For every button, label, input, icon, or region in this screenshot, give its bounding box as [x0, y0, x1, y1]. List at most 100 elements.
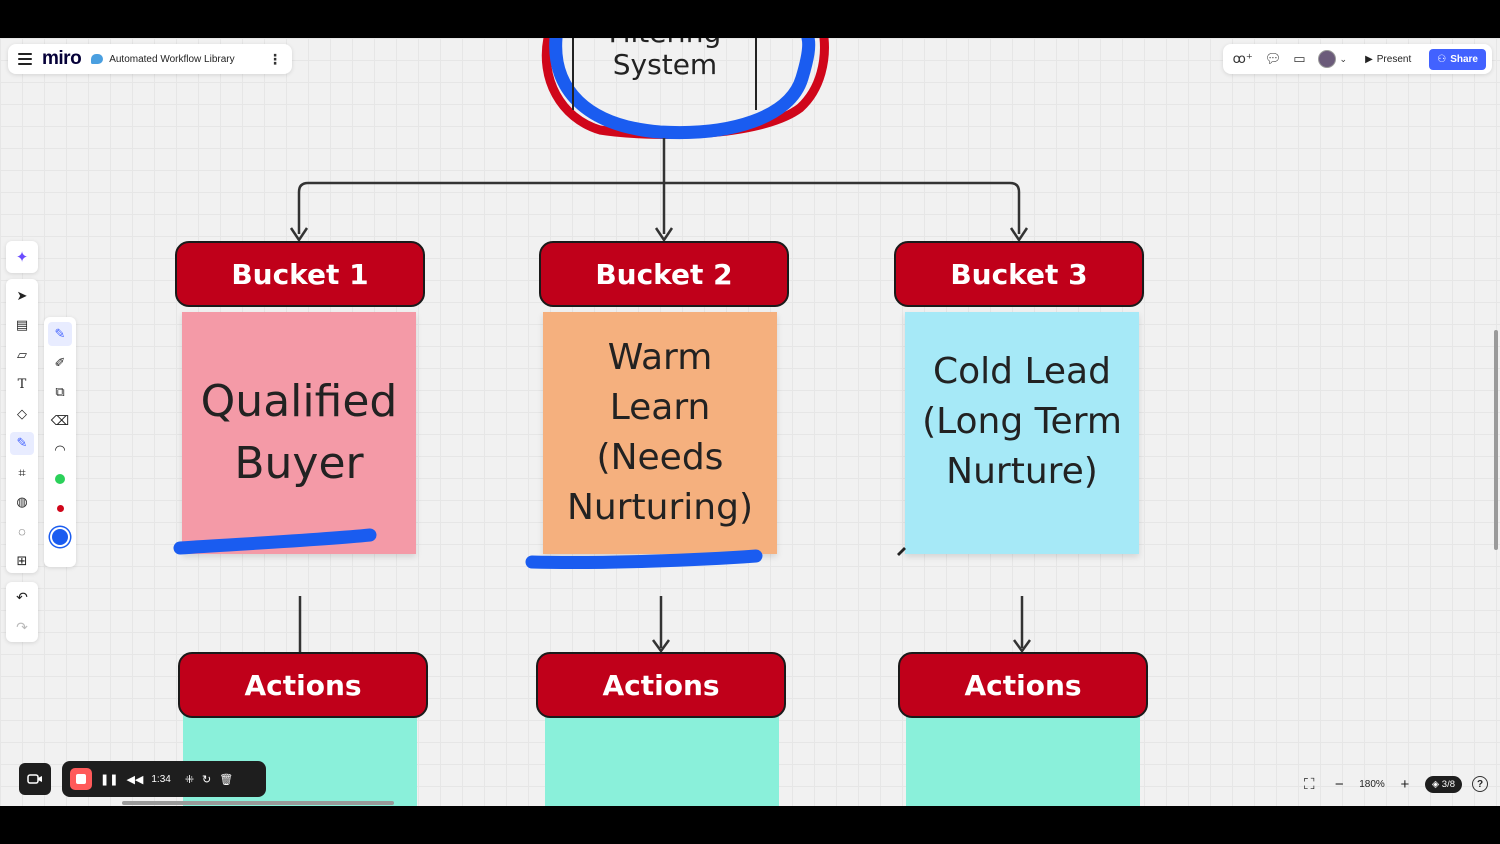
action-note-3[interactable] — [906, 714, 1140, 806]
pen-options-toolbar: ✎ ✐ ⧉ ⌫ ◠ — [44, 317, 76, 567]
video-call-icon[interactable]: ▭ — [1293, 51, 1306, 66]
share-icon: ⚇ — [1437, 53, 1447, 65]
vertical-scrollbar[interactable] — [1494, 330, 1498, 550]
page-indicator[interactable]: ◈ 3/8 — [1424, 775, 1462, 793]
zoom-out-button[interactable]: − — [1334, 775, 1344, 793]
redo-icon[interactable]: ↷ — [16, 618, 28, 635]
pause-icon[interactable]: ❚❚ — [100, 773, 119, 786]
add-apps-icon[interactable]: ⊞ — [16, 553, 28, 569]
connector-right — [664, 181, 1021, 234]
main-toolbar: ➤ ▤ ▱ T ◇ ✎ ⌗ ◍ ◌ ⊞ — [6, 279, 38, 573]
more-options-icon[interactable]: ⋮ — [268, 50, 282, 67]
frame-icon[interactable]: ⌗ — [18, 464, 26, 480]
recording-bar: ❚❚ ◀◀ 1:34 ⁜ ↻ 🗑︎ — [62, 761, 266, 797]
bucket-1-header[interactable]: Bucket 1 — [175, 241, 425, 307]
delete-icon[interactable]: 🗑︎ — [219, 773, 234, 786]
arrowhead-bucket-1 — [289, 227, 309, 243]
note-line: Learn — [609, 387, 711, 428]
rewind-icon[interactable]: ◀◀ — [126, 773, 144, 786]
board-title-text: Automated Workflow Library — [109, 53, 235, 65]
zoom-in-button[interactable]: + — [1400, 775, 1410, 793]
zoom-panel: ⛶ − 180% + ◈ 3/8 ? — [1295, 769, 1492, 799]
blue-pen-stroke — [549, 38, 816, 140]
chevron-down-icon[interactable]: ⌄ — [1339, 53, 1348, 64]
smart-drawing-icon[interactable]: ⧉ — [55, 384, 65, 399]
blue-underline-1 — [173, 528, 377, 555]
blue-underline-2 — [525, 549, 763, 570]
avatar[interactable] — [1317, 50, 1336, 68]
comments-icon[interactable]: 💬︎ — [1264, 51, 1282, 66]
note-line: Qualified — [200, 376, 398, 427]
palette-icon[interactable]: ◍ — [16, 494, 28, 510]
camera-toggle[interactable] — [19, 763, 51, 795]
ai-sparkle-icon[interactable]: ✦ — [6, 241, 38, 273]
note-line: Cold Lead — [933, 351, 1111, 392]
shapes-icon[interactable]: ◇ — [17, 405, 27, 421]
stop-recording-button[interactable] — [70, 768, 92, 790]
miro-logo[interactable]: miro — [42, 48, 82, 69]
camera-icon — [27, 774, 42, 784]
present-label: Present — [1376, 53, 1412, 65]
text-icon[interactable]: T — [17, 376, 27, 392]
sticky-note-qualified-buyer[interactable]: Qualified Buyer — [182, 312, 416, 554]
grid-icon[interactable]: ⁜ — [184, 773, 195, 786]
arrowhead-bucket-3 — [1009, 227, 1029, 243]
action-note-2[interactable] — [545, 714, 779, 806]
select-cursor-icon[interactable]: ➤ — [16, 287, 28, 303]
arrowhead-actions-2 — [651, 639, 671, 654]
sticky-note-cold-lead[interactable]: Cold Lead (Long Term Nurture) — [905, 312, 1139, 554]
note-line: (Needs — [596, 437, 724, 478]
board-header-panel: miro Automated Workflow Library ⋮ — [8, 44, 292, 74]
collaboration-panel: ꝏ⁺ 💬︎ ▭ ⌄ ▶ Present ⚇ Share — [1222, 44, 1492, 74]
templates-icon[interactable]: ▤ — [15, 317, 29, 333]
note-line: Nurturing) — [567, 487, 753, 528]
share-button[interactable]: ⚇ Share — [1429, 48, 1486, 70]
undo-icon[interactable]: ↶ — [16, 588, 28, 605]
connector-left — [297, 181, 664, 234]
arrowhead-actions-3 — [1012, 639, 1032, 654]
reactions-icon[interactable]: ꝏ⁺ — [1232, 51, 1253, 66]
color-blue-selected[interactable] — [48, 525, 72, 549]
sticky-note-warm-learn[interactable]: Warm Learn (Needs Nurturing) — [543, 312, 777, 554]
bucket-2-header[interactable]: Bucket 2 — [539, 241, 789, 307]
highlighter-icon[interactable]: ✐ — [54, 355, 66, 370]
board-icon — [91, 54, 104, 64]
actions-3-header[interactable]: Actions — [898, 652, 1148, 718]
share-label: Share — [1450, 53, 1478, 65]
pen-tool-icon[interactable]: ✎ — [48, 322, 72, 346]
help-icon[interactable]: ? — [1472, 776, 1488, 792]
letterbox-top — [0, 0, 1500, 38]
actions-2-header[interactable]: Actions — [536, 652, 786, 718]
system-label[interactable]: System — [612, 48, 718, 81]
lasso-icon[interactable]: ◠ — [54, 442, 66, 457]
horizontal-scrollbar[interactable] — [122, 801, 394, 805]
board-canvas[interactable]: Filtering System Bucket 1 Bucket 2 Bucke… — [0, 38, 1500, 806]
page-count: 3/8 — [1441, 778, 1455, 790]
restart-icon[interactable]: ↻ — [202, 773, 212, 786]
note-line: (Long Term — [922, 401, 1122, 442]
present-button[interactable]: ▶ Present — [1359, 50, 1417, 69]
color-red[interactable] — [48, 496, 72, 520]
fit-to-screen-icon[interactable]: ⛶ — [1303, 775, 1315, 793]
actions-1-header[interactable]: Actions — [178, 652, 428, 718]
board-drawing-layer — [289, 38, 1032, 654]
bucket-3-header[interactable]: Bucket 3 — [894, 241, 1144, 307]
sticky-note-icon[interactable]: ▱ — [17, 346, 27, 362]
board-title[interactable]: Automated Workflow Library — [91, 53, 235, 65]
color-green[interactable] — [48, 467, 72, 491]
zoom-level[interactable]: 180% — [1359, 778, 1385, 790]
note-line: Warm — [607, 337, 713, 378]
pen-icon[interactable]: ✎ — [10, 431, 34, 455]
hamburger-menu-icon[interactable] — [18, 53, 32, 65]
letterbox-bottom — [0, 806, 1500, 844]
system-label-top[interactable]: Filtering — [575, 38, 755, 49]
note-line: Nurture) — [946, 451, 1098, 492]
recording-time: 1:34 — [151, 773, 171, 785]
note-line: Buyer — [234, 438, 364, 489]
eraser-icon[interactable]: ⌫ — [50, 413, 70, 428]
undo-redo-panel: ↶ ↷ — [6, 582, 38, 642]
play-icon: ▶ — [1365, 53, 1373, 65]
comment-icon[interactable]: ◌ — [18, 524, 26, 540]
arrowhead-bucket-2 — [654, 227, 674, 243]
underline-layer — [173, 528, 906, 570]
